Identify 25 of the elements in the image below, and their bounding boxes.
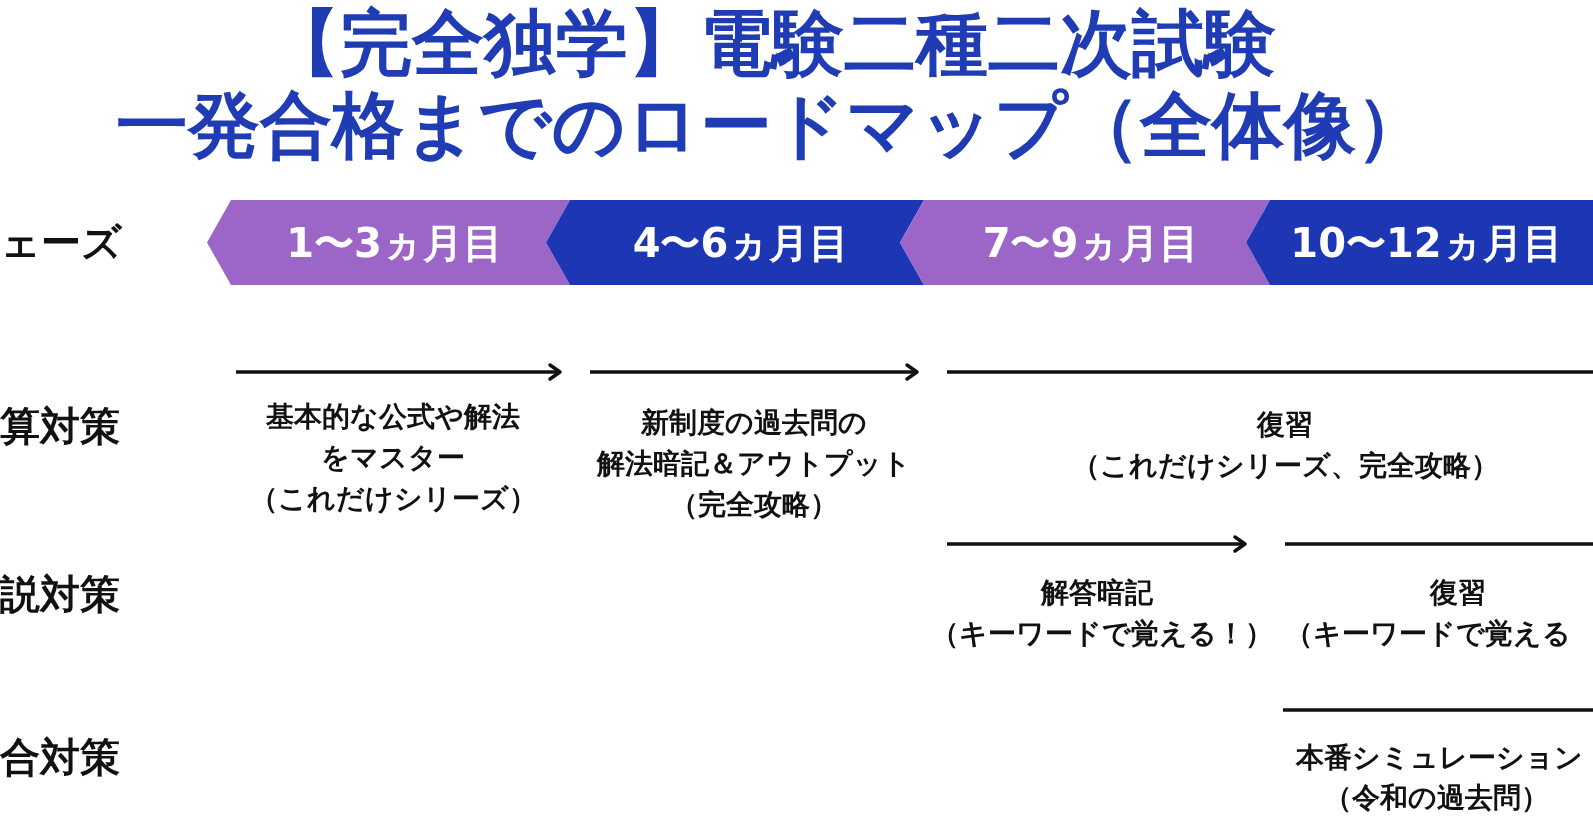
row-heading: 合対策 xyxy=(0,733,120,782)
task-note: （令和の過去問） xyxy=(1323,779,1549,816)
task-text: 本番シミュレーション xyxy=(1296,739,1583,776)
row-heading: ェーズ xyxy=(0,218,122,267)
task-note: （キーワードで覚える xyxy=(1285,615,1571,652)
task-note: （これだけシリーズ） xyxy=(249,480,537,517)
phase-label: 10〜12ヵ月目 xyxy=(1290,218,1563,267)
task-note: （完全攻略） xyxy=(670,486,838,523)
task-note: （これだけシリーズ、完全攻略） xyxy=(1071,447,1499,484)
task-text: 基本的な公式や解法をマスター xyxy=(266,398,520,476)
phase-segment xyxy=(900,200,1270,285)
task-text: 復習 xyxy=(1257,406,1313,443)
phase-label: 4〜6ヵ月目 xyxy=(632,218,850,267)
row-heading: 説対策 xyxy=(0,570,120,619)
task-text: 解答暗記 xyxy=(1041,574,1153,611)
task-text: 新制度の過去問の解法暗記＆アウトプット xyxy=(597,404,911,482)
task-text: 復習 xyxy=(1430,574,1486,611)
page-title: 【完全独学】電験二種二次試験一発合格までのロードマップ（全体像） xyxy=(116,2,1428,166)
phase-label: 1〜3ヵ月目 xyxy=(286,218,503,267)
phase-label: 7〜9ヵ月目 xyxy=(982,218,1200,267)
phase-segment xyxy=(207,200,570,285)
row-heading: 算対策 xyxy=(0,402,120,451)
phase-segment xyxy=(546,200,924,285)
phase-segment xyxy=(1246,200,1593,285)
task-note: （キーワードで覚える！） xyxy=(931,615,1273,652)
